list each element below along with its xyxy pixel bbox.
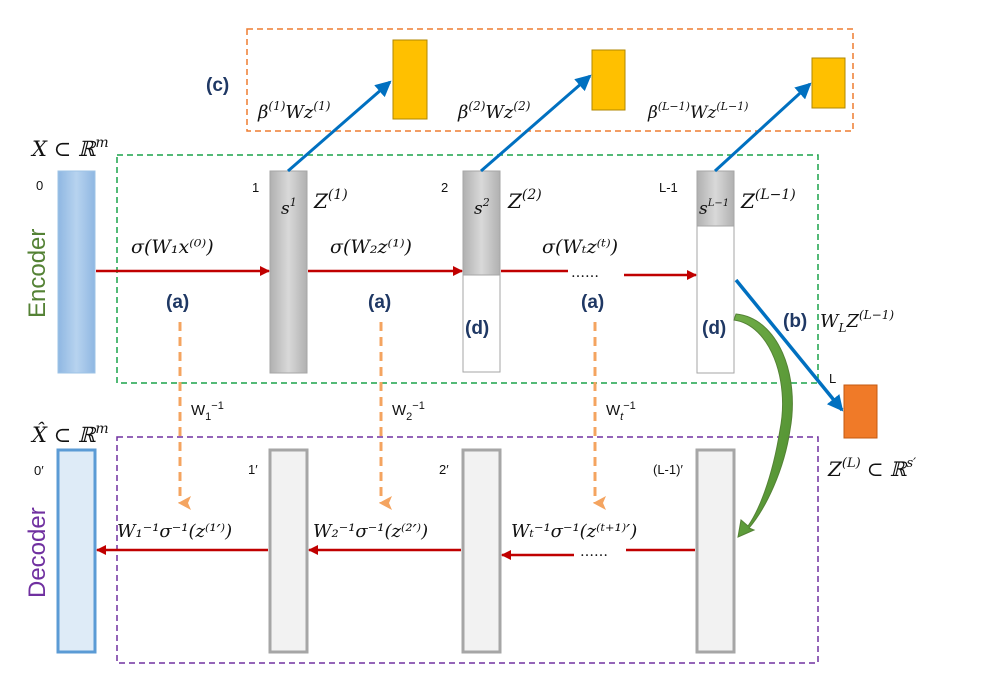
encoder-op-3: σ(Wₜz⁽ᵗ⁾): [542, 236, 618, 258]
code-set-label: Z(L)⊂ ℝs′: [827, 456, 916, 481]
decoder-index-l-minus-1: (L-1)′: [653, 462, 683, 477]
encoder-region-box: [116, 154, 819, 384]
inverse-label-2: W2−1: [392, 400, 425, 423]
label-d-1: (d): [465, 318, 489, 339]
encoder-section-label: Encoder: [24, 229, 51, 318]
decoder-layer-2-block: [461, 448, 502, 654]
feedback-arrow: [733, 313, 793, 538]
projection-arrow: [734, 278, 844, 412]
encoder-layer-2-dropped: [462, 274, 501, 373]
encoder-dots: ……: [571, 265, 599, 281]
decoder-op-3: Wₜ⁻¹σ⁻¹(z⁽ᵗ⁺¹⁾′): [511, 521, 637, 542]
label-c: (c): [206, 75, 229, 96]
top-output-label-1: β(1)Wz(1): [257, 99, 331, 123]
encoder-index-0: 0: [36, 178, 43, 193]
label-a-1: (a): [166, 292, 189, 313]
input-set-label: X ⊂ ℝm: [30, 135, 109, 161]
encoder-index-2: 2: [441, 180, 448, 195]
decoder-op-1: W₁⁻¹σ⁻¹(z⁽¹′⁾): [117, 521, 232, 542]
encoder-op-1: σ(W₁x⁽⁰⁾): [131, 236, 214, 258]
output-block-1: [392, 39, 428, 120]
sparse-label-2: s2: [474, 196, 490, 219]
encoder-index-l: L: [829, 371, 836, 386]
label-a-3: (a): [581, 292, 604, 313]
encoder-layer-2-sparse: [462, 170, 501, 276]
inverse-label-3: Wt−1: [606, 400, 636, 423]
state-label-z1: Z(1): [313, 187, 348, 213]
encoder-layer-1-block: [269, 170, 308, 374]
skip-arrow-2: [480, 74, 592, 173]
decoder-layer-l1-block: [695, 448, 736, 654]
label-b: (b): [783, 311, 807, 332]
code-block: [843, 384, 878, 439]
label-d-2: (d): [702, 318, 726, 339]
decoder-layer-1-block: [268, 448, 309, 654]
encoder-layer-l1-dropped: [696, 225, 735, 374]
skip-arrow-1: [287, 80, 392, 173]
decoder-index-1: 1′: [248, 462, 258, 477]
decoder-index-0: 0′: [34, 463, 44, 478]
state-label-zl1: Z(L−1): [740, 187, 796, 213]
encoder-index-l-minus-1: L-1: [659, 180, 678, 195]
decoder-dots: ……: [580, 544, 608, 560]
label-a-2: (a): [368, 292, 391, 313]
decoder-index-2: 2′: [439, 462, 449, 477]
sparse-label-l1: sL−1: [699, 198, 729, 219]
decoder-op-2: W₂⁻¹σ⁻¹(z⁽²′⁾): [313, 521, 428, 542]
reconstruction-block: [56, 448, 97, 654]
top-output-label-2: β(2)Wz(2): [457, 99, 531, 123]
state-label-z2: Z(2): [507, 187, 542, 213]
inverse-label-1: W1−1: [191, 400, 224, 423]
skip-arrow-3: [713, 82, 812, 173]
input-layer-block: [57, 170, 96, 374]
encoder-layer-l1-sparse: [696, 170, 735, 227]
encoder-op-2: σ(W₂z⁽¹⁾): [330, 236, 412, 258]
top-output-label-3: β(L−1)Wz(L−1): [647, 100, 748, 123]
output-block-3: [811, 57, 846, 109]
sparse-label-1: s1: [281, 196, 297, 219]
reconstruction-set-label: X̂ ⊂ ℝm: [30, 421, 109, 447]
encoder-index-1: 1: [252, 180, 259, 195]
decoder-section-label: Decoder: [24, 507, 51, 598]
output-block-2: [591, 49, 626, 111]
projection-label: WLZ(L−1): [820, 308, 894, 335]
output-region-box: [246, 28, 854, 132]
